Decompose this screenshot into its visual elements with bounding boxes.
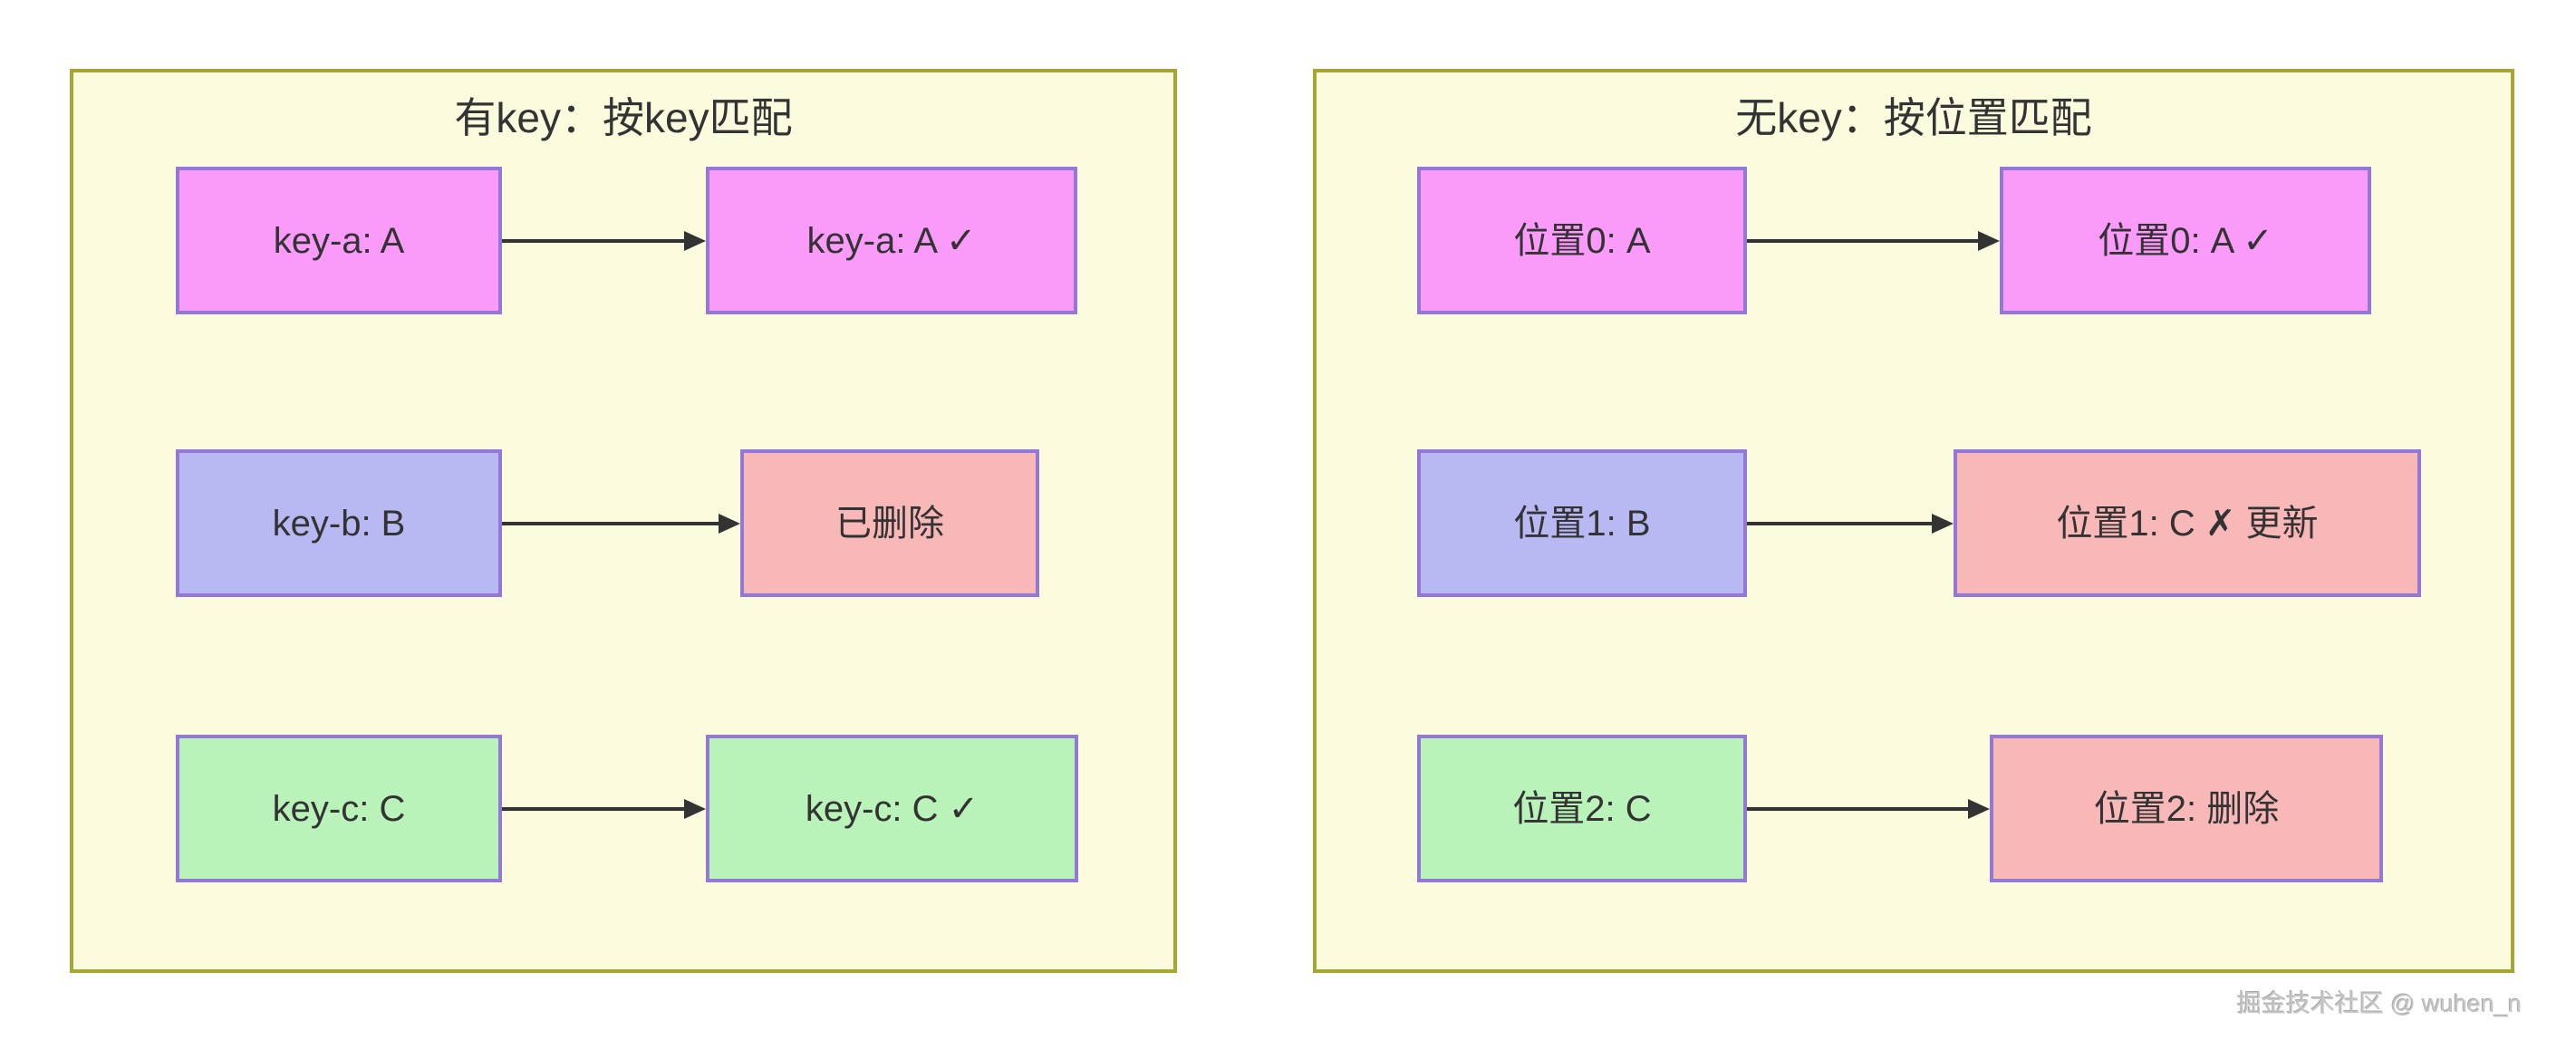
node-pos1: 位置1: B [1417, 449, 1747, 597]
arrow-connector [1747, 514, 1954, 534]
watermark: 掘金技术社区 @ wuhen_n [2236, 990, 2522, 1017]
node-key-c-result: key-c: C ✓ [706, 735, 1078, 882]
node-pos2: 位置2: C [1417, 735, 1747, 882]
node-key-c: key-c: C [176, 735, 502, 882]
node-deleted: 已删除 [740, 449, 1039, 597]
panel-title: 有key：按key匹配 [454, 94, 793, 141]
node-pos0-result: 位置0: A ✓ [2000, 167, 2371, 314]
arrow-connector [502, 514, 740, 534]
node-key-a-result: key-a: A ✓ [706, 167, 1077, 314]
panel-without-key: 无key：按位置匹配 位置0: A 位置0: A ✓ 位置1: B 位置1: C… [1313, 69, 2514, 973]
node-pos2-result: 位置2: 删除 [1990, 735, 2383, 882]
node-pos0: 位置0: A [1417, 167, 1747, 314]
arrow-connector [502, 231, 706, 251]
node-key-b: key-b: B [176, 449, 502, 597]
panel-with-key: 有key：按key匹配 key-a: A key-a: A ✓ key-b: B… [70, 69, 1177, 973]
arrow-connector [1747, 231, 2000, 251]
arrow-connector [1747, 799, 1990, 819]
node-key-a: key-a: A [176, 167, 502, 314]
panel-title: 无key：按位置匹配 [1735, 94, 2092, 141]
node-pos1-result: 位置1: C ✗ 更新 [1954, 449, 2421, 597]
arrow-connector [502, 799, 706, 819]
